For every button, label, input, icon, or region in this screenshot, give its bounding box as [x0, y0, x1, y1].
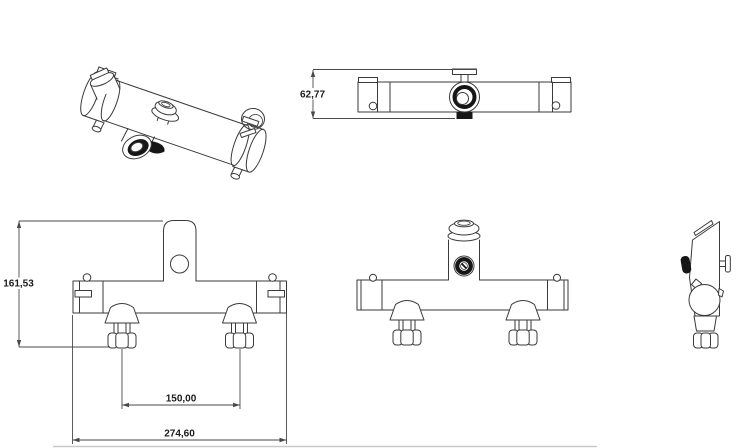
- front-left-screw: [369, 273, 377, 282]
- top-view-handle-bar: [452, 68, 477, 75]
- dimension-overall-height-label: 161,53: [3, 279, 34, 290]
- top-view-outlet-port: [456, 112, 473, 119]
- side-dark-pad: [680, 255, 692, 274]
- side-view: [680, 220, 731, 349]
- rear-left-inlet-connector: [104, 303, 140, 349]
- rear-right-inlet-connector: [222, 303, 257, 349]
- top-view-knob: [449, 81, 480, 113]
- side-boss-notch: [718, 288, 724, 298]
- rear-right-screw: [268, 273, 277, 282]
- dimension-overall-height: 161,53: [1, 220, 163, 348]
- front-right-screw: [553, 273, 561, 282]
- isometric-view: [80, 66, 267, 180]
- top-view-right-tab: [551, 77, 571, 83]
- iso-right-stub: [230, 166, 243, 180]
- rear-right-slot: [267, 290, 285, 298]
- iso-right-cap-face: [245, 128, 267, 173]
- rear-left-slot: [74, 290, 92, 298]
- dimension-overall-width-label: 274,60: [164, 429, 195, 440]
- dimension-body-depth: 62,77: [295, 69, 477, 119]
- iso-left-stub: [91, 119, 105, 133]
- front-left-inlet-connector: [389, 300, 425, 346]
- iso-spout: [121, 128, 165, 160]
- front-diverter-knob: [447, 219, 481, 242]
- iso-center-knob: [151, 100, 180, 125]
- top-view-left-tab: [358, 77, 378, 83]
- top-view-left-screw: [368, 101, 378, 111]
- front-riser-port: [453, 255, 475, 277]
- side-hex-nut: [693, 332, 719, 349]
- iso-right-handle-tab: [239, 128, 257, 138]
- iso-spout-shadow: [149, 141, 165, 154]
- dimension-body-depth-label: 62,77: [300, 90, 325, 101]
- side-temp-knob: [719, 255, 731, 273]
- rear-left-screw: [82, 273, 92, 282]
- dimension-overall-width: 274,60: [72, 313, 287, 444]
- side-outlet-neck: [693, 315, 717, 332]
- iso-left-handle-tab: [89, 67, 110, 81]
- iso-right-cap-tab: [241, 115, 260, 127]
- dimension-inlet-spacing: 150,00: [121, 349, 241, 409]
- rear-riser-port: [170, 254, 189, 274]
- dimension-inlet-spacing-label: 150,00: [166, 394, 197, 405]
- iso-left-handle: [89, 67, 121, 100]
- front-view-dimensioned: 161,53 150,00 274,60: [1, 220, 597, 448]
- top-view: 62,77: [295, 68, 572, 119]
- top-view-right-screw: [551, 101, 561, 110]
- front-right-inlet-connector: [505, 300, 541, 346]
- front-view: [356, 219, 569, 346]
- side-top-tab: [693, 220, 714, 236]
- side-outlet-boss: [688, 284, 721, 316]
